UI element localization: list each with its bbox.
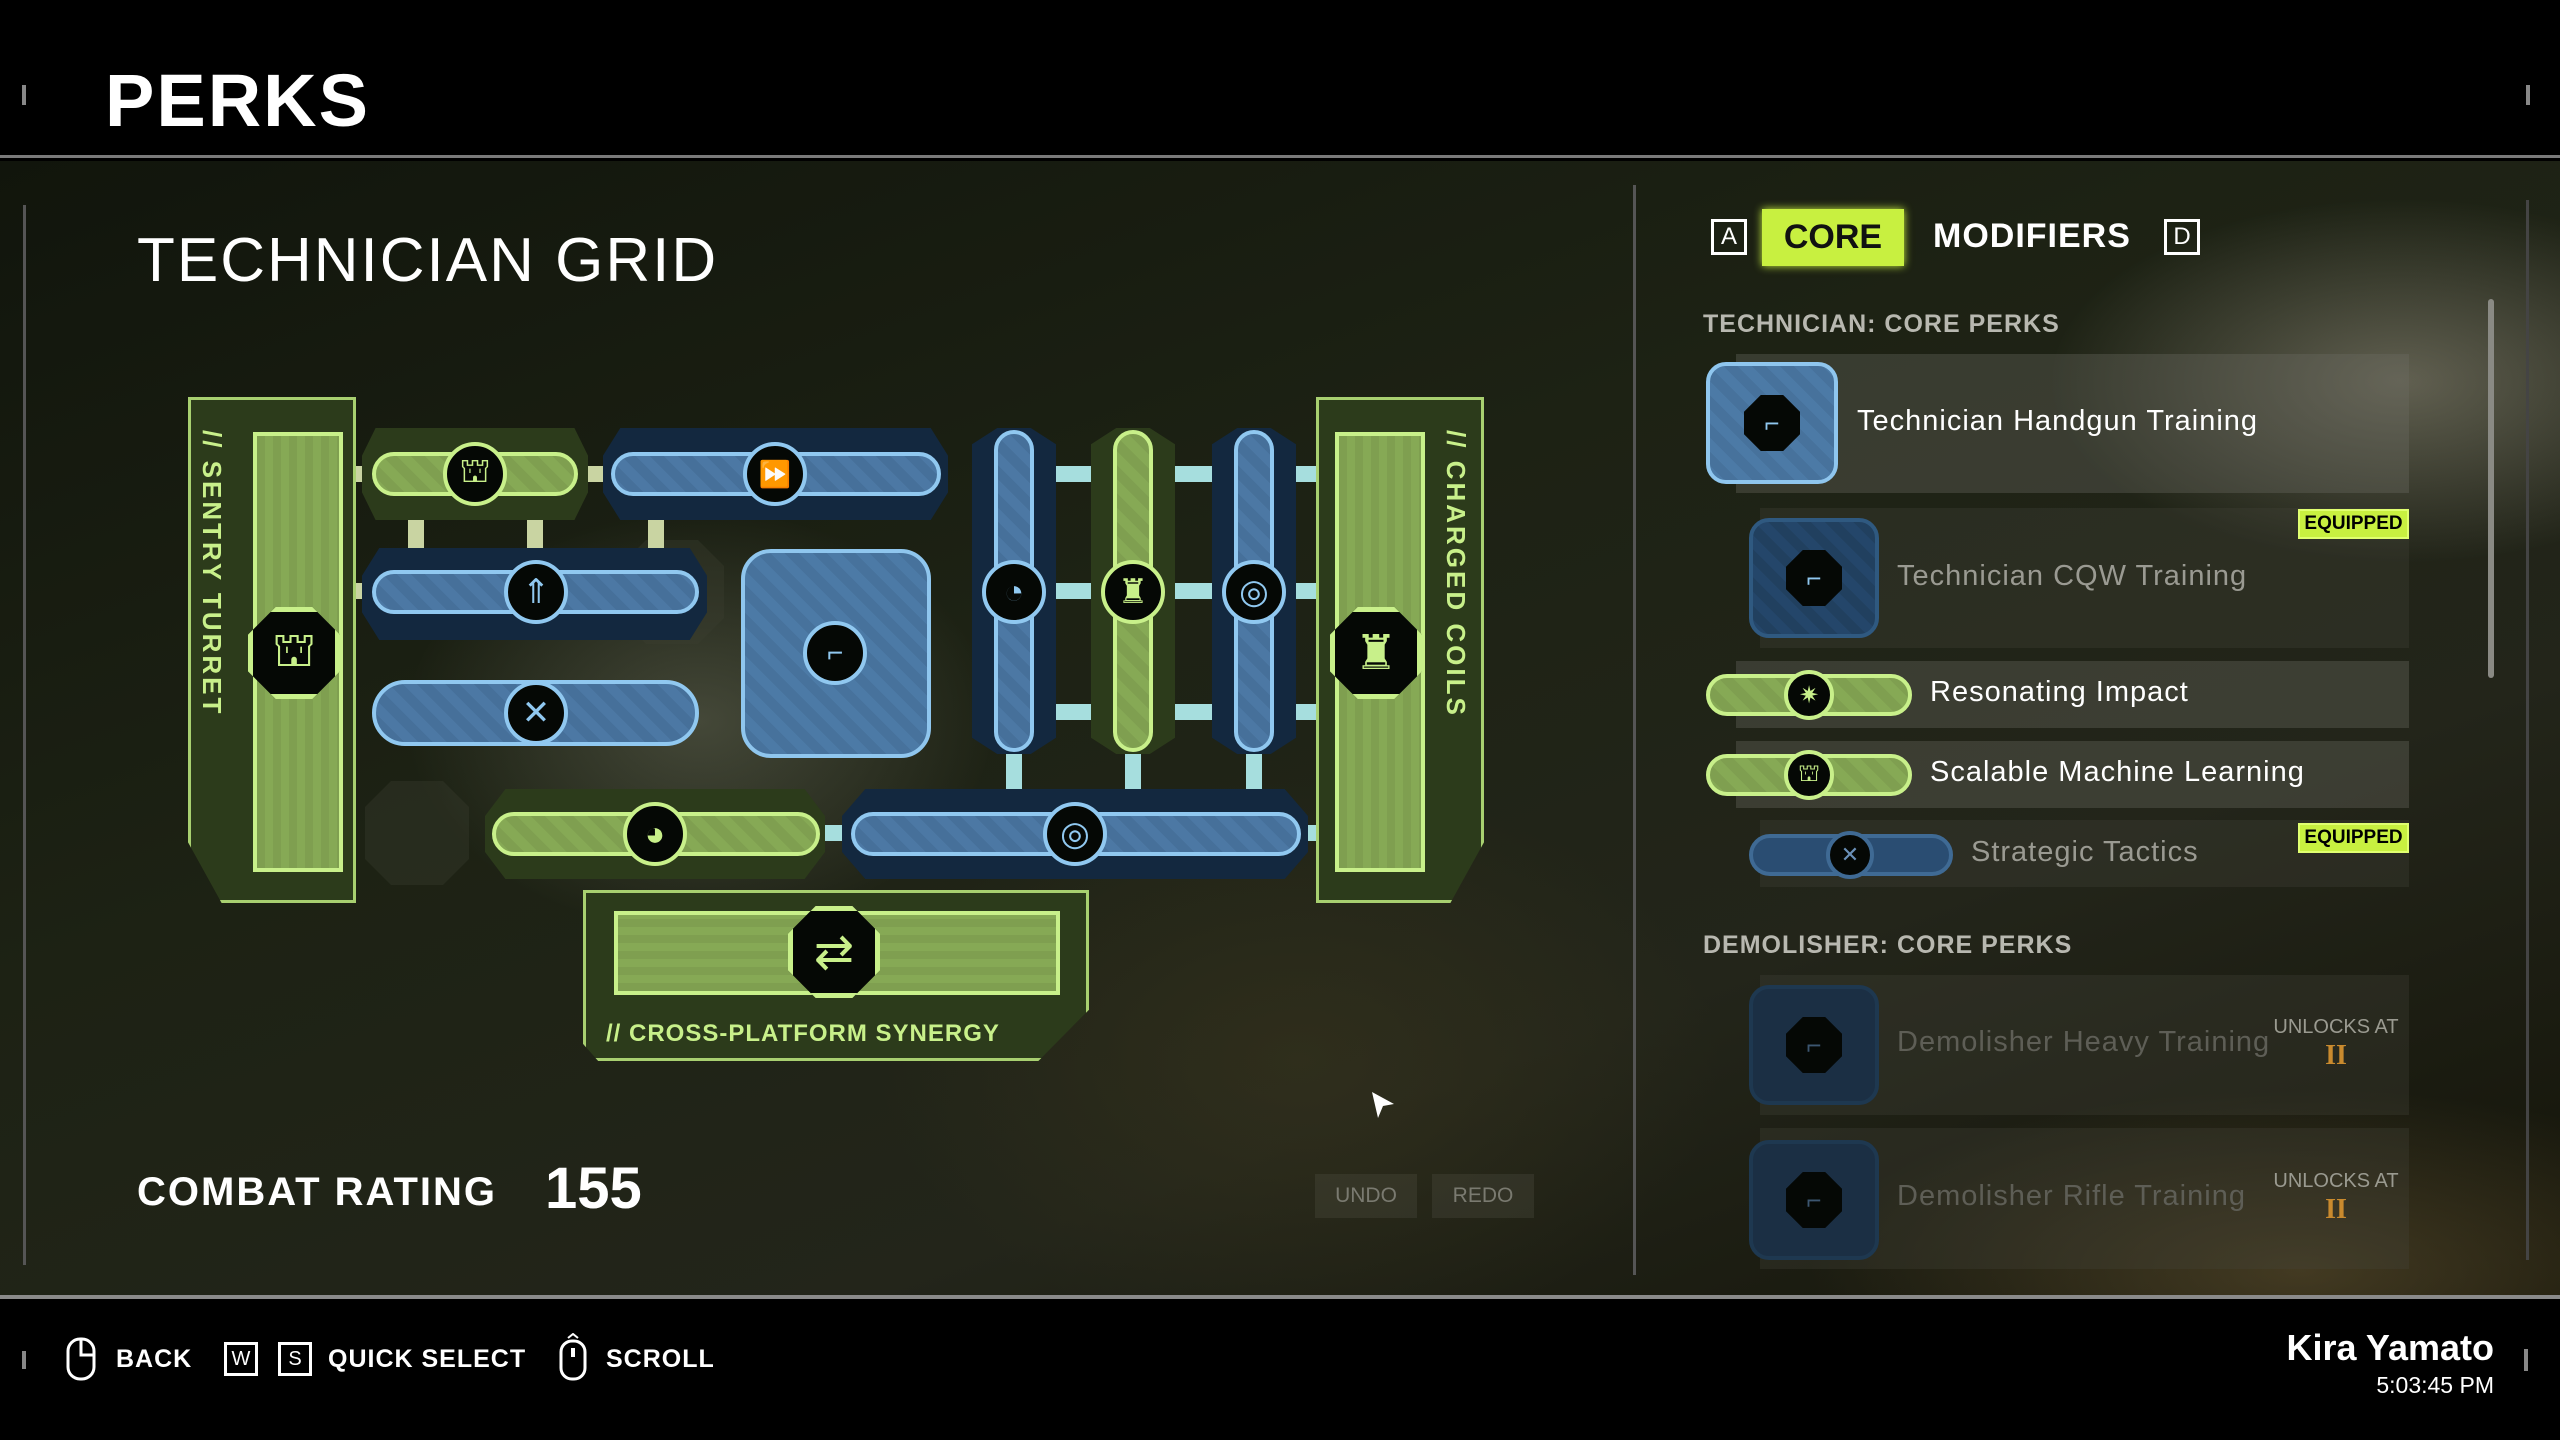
tactics-icon: ✕ [504, 681, 568, 745]
undo-button[interactable]: UNDO [1315, 1174, 1417, 1218]
connector [1125, 750, 1141, 800]
next-tab-key[interactable]: D [2164, 219, 2200, 255]
quick-select-hint[interactable]: QUICK SELECT [328, 1345, 527, 1373]
redo-button[interactable]: REDO [1432, 1174, 1534, 1218]
section-title: TECHNICIAN: CORE PERKS [1703, 310, 2060, 338]
back-hint[interactable]: BACK [116, 1345, 193, 1373]
perk-item-handgun[interactable] [1736, 354, 2409, 493]
mouse-cursor-icon [1372, 1092, 1394, 1118]
burst-arrow-icon: ⇑ [504, 560, 568, 624]
timer-up-icon: ◔ [982, 560, 1046, 624]
unlock-rank: II [2325, 1194, 2347, 1225]
perk-name: Demolisher Heavy Training [1897, 1026, 2271, 1058]
tactics-icon: ✕ [1826, 831, 1874, 879]
coil-icon: ♜ [1101, 560, 1165, 624]
mouse-scroll-icon [559, 1333, 587, 1381]
perk-tile: ⌐ [1706, 362, 1838, 484]
cross-platform-label: // CROSS-PLATFORM SYNERGY [606, 1020, 1000, 1047]
w-key: W [224, 1342, 258, 1376]
tab-core[interactable]: CORE [1762, 209, 1904, 266]
prev-tab-key[interactable]: A [1711, 219, 1747, 255]
resonating-impact-icon: ✷ [1784, 670, 1834, 720]
perk-name: Scalable Machine Learning [1930, 756, 2305, 788]
pulse-ring-icon: ◎ [1043, 802, 1107, 866]
handgun-icon: ⌐ [1744, 395, 1800, 451]
s-key: S [278, 1342, 312, 1376]
connector [1246, 750, 1262, 800]
equipped-badge: EQUIPPED [2298, 823, 2409, 853]
stopwatch-icon: ◕ [623, 802, 687, 866]
swap-arrows-icon[interactable]: ⇄ [788, 906, 880, 998]
weapons-icon: ⌐ [803, 621, 867, 685]
grid-title: TECHNICIAN GRID [137, 226, 719, 295]
perk-name: Strategic Tactics [1971, 836, 2199, 868]
connector [1006, 750, 1022, 800]
section-title: DEMOLISHER: CORE PERKS [1703, 931, 2073, 959]
combat-rating-label: COMBAT RATING [137, 1170, 498, 1214]
footer-bar [0, 1295, 2560, 1440]
sentry-turret-icon[interactable]: ⛫ [248, 607, 340, 699]
perk-name: Technician Handgun Training [1857, 405, 2259, 437]
perk-name: Demolisher Rifle Training [1897, 1180, 2246, 1212]
turret-icon: ⛫ [443, 442, 507, 506]
cqw-weapons-icon: ⌐ [1786, 550, 1842, 606]
unlock-label: UNLOCKS AT [2273, 1170, 2399, 1192]
perk-tile: ⌐ [1749, 1140, 1879, 1260]
panel-divider [1633, 185, 1636, 1275]
charged-coils-label: // CHARGED COILS [1441, 430, 1471, 718]
page-title: PERKS [105, 59, 370, 142]
fast-forward-reload-icon: ⏩ [743, 442, 807, 506]
left-frame-line [23, 205, 26, 1265]
turret-icon: ⛫ [1784, 750, 1834, 800]
rifle-weapons-icon: ⌐ [1786, 1172, 1842, 1228]
right-frame-line [2526, 200, 2529, 1260]
clock-time: 5:03:45 PM [2376, 1372, 2494, 1398]
scroll-hint[interactable]: SCROLL [606, 1345, 715, 1373]
sentry-turret-label: // SENTRY TURRET [197, 430, 227, 717]
header-bar: PERKS [0, 0, 2560, 158]
tab-modifiers[interactable]: MODIFIERS [1933, 217, 2131, 255]
mouse-right-click-icon [66, 1337, 96, 1381]
scrollbar-thumb[interactable] [2488, 299, 2494, 678]
empty-slot [365, 781, 469, 885]
edge-tick [22, 85, 26, 105]
user-name: Kira Yamato [2286, 1327, 2494, 1368]
combat-rating-value: 155 [545, 1156, 642, 1221]
equipped-badge: EQUIPPED [2298, 509, 2409, 539]
heavy-weapons-icon: ⌐ [1786, 1017, 1842, 1073]
perk-tile: ⌐ [1749, 985, 1879, 1105]
edge-tick [22, 1351, 26, 1369]
perk-name: Technician CQW Training [1897, 560, 2248, 592]
edge-tick [2524, 1349, 2528, 1371]
shockwave-icon: ◎ [1222, 560, 1286, 624]
unlock-label: UNLOCKS AT [2273, 1016, 2399, 1038]
perk-name: Resonating Impact [1930, 676, 2189, 708]
edge-tick [2526, 85, 2530, 105]
charged-coil-icon[interactable]: ♜ [1330, 607, 1422, 699]
unlock-rank: II [2325, 1040, 2347, 1071]
perk-tile: ⌐ [1749, 518, 1879, 638]
